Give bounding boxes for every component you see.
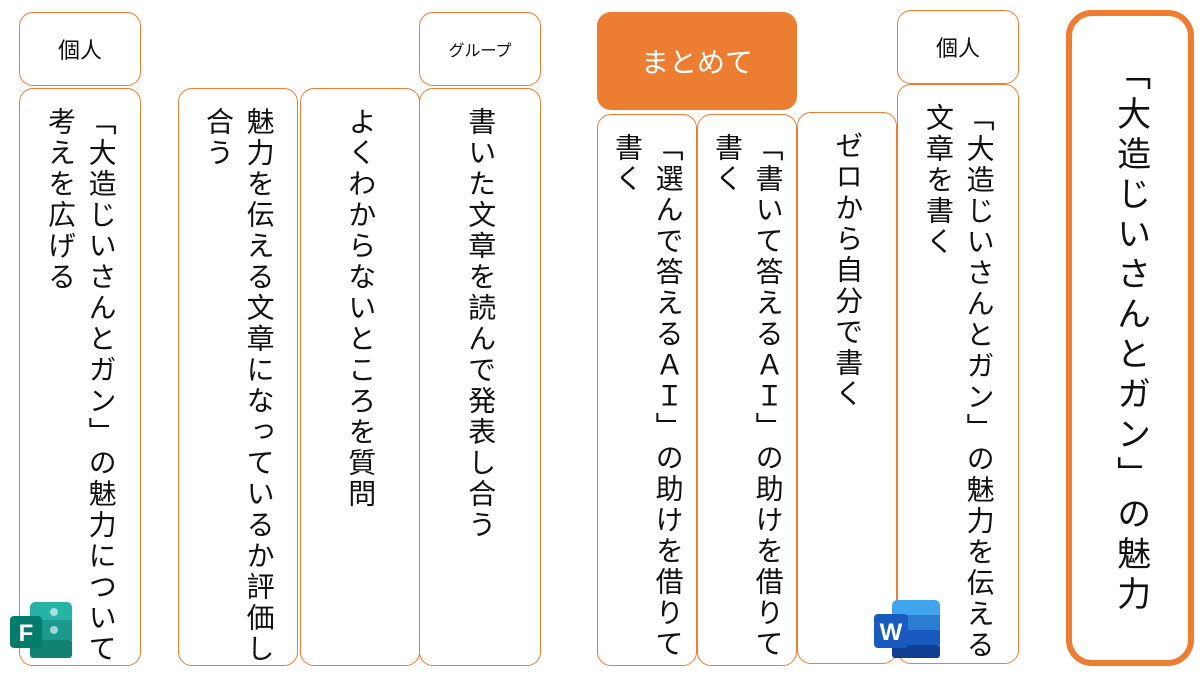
column-convey-charm: 「大造じいさんとガン」の魅力を伝える文章を書く — [897, 84, 1019, 664]
column-expand-thoughts-text: 「大造じいさんとガン」の魅力について考えを広げる — [44, 107, 118, 665]
header-group: グループ — [419, 12, 541, 86]
column-evaluate: 魅力を伝える文章になっているか評価し合う — [178, 88, 298, 666]
header-individual-left-label: 個人 — [57, 39, 102, 64]
column-present-text: 書いた文章を読んで発表し合う — [464, 107, 498, 541]
column-question: よくわからないところを質問 — [300, 88, 420, 666]
header-matome: まとめて — [597, 12, 797, 110]
word-icon-letter: W — [880, 619, 903, 646]
column-convey-charm-text: 「大造じいさんとガン」の魅力を伝える文章を書く — [922, 103, 996, 661]
column-question-text: よくわからないところを質問 — [344, 107, 378, 510]
column-evaluate-text: 魅力を伝える文章になっているか評価し合う — [202, 107, 276, 665]
header-group-label: グループ — [448, 41, 512, 60]
column-choose-ai-text: 「選んで答えるＡＩ」の助けを借りて書く — [611, 133, 685, 660]
column-from-scratch: ゼロから自分で書く — [797, 112, 897, 664]
column-write-ai: 「書いて答えるＡＩ」の助けを借りて書く — [697, 114, 797, 666]
column-from-scratch-text: ゼロから自分で書く — [831, 131, 865, 410]
column-present: 書いた文章を読んで発表し合う — [419, 88, 541, 666]
forms-icon-letter: F — [19, 620, 34, 647]
header-matome-label: まとめて — [640, 46, 753, 79]
column-expand-thoughts: 「大造じいさんとガン」の魅力について考えを広げる — [19, 88, 141, 666]
word-icon: W — [874, 600, 940, 658]
theme-box: 「大造じいさんとガン」の魅力 — [1066, 10, 1194, 666]
header-individual-left: 個人 — [19, 12, 141, 86]
theme-text: 「大造じいさんとガン」の魅力 — [1110, 56, 1151, 616]
forms-icon: F — [10, 602, 72, 658]
column-choose-ai: 「選んで答えるＡＩ」の助けを借りて書く — [597, 114, 697, 666]
header-individual-right-label: 個人 — [935, 37, 980, 62]
column-write-ai-text: 「書いて答えるＡＩ」の助けを借りて書く — [711, 133, 785, 660]
header-individual-right: 個人 — [897, 10, 1019, 84]
